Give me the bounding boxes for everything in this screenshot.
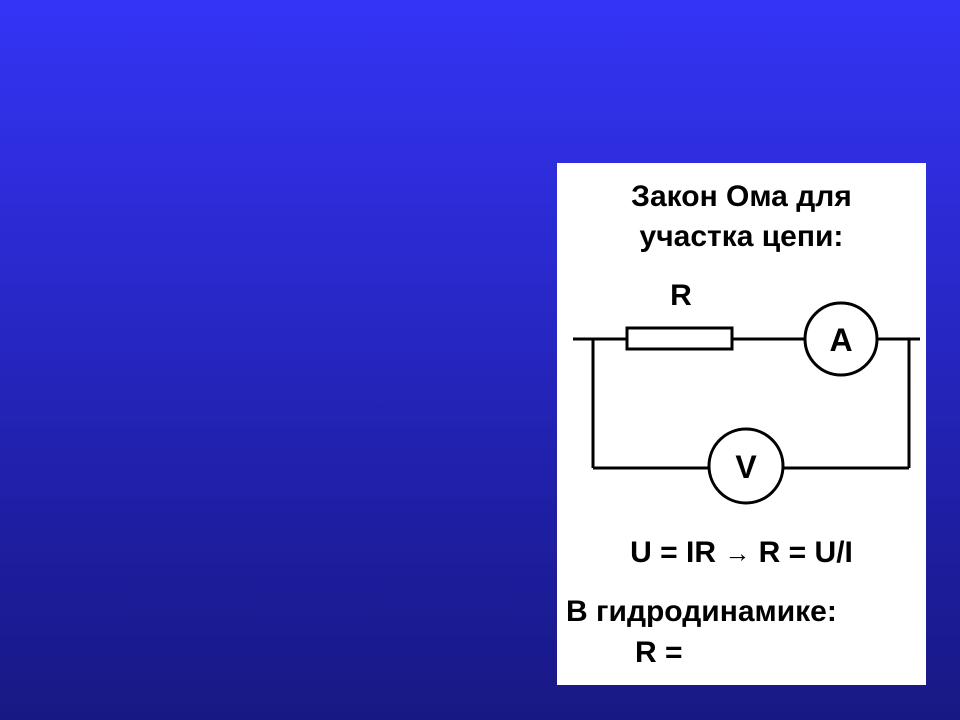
ammeter-label: A <box>829 322 852 358</box>
ammeter-symbol <box>803 301 879 377</box>
panel-title: Закон Ома для участка цепи: <box>557 177 926 257</box>
formula-part-2: R = U/I <box>758 536 853 569</box>
resistance-equation: R = <box>635 636 683 669</box>
voltmeter-label: V <box>735 449 757 485</box>
formula-part-1: U = IR <box>630 536 716 569</box>
hydrodynamics-heading: В гидродинамике: <box>566 595 837 628</box>
title-line-2: участка цепи: <box>639 220 844 253</box>
resistor-symbol <box>625 326 734 351</box>
arrow-icon: → <box>724 538 751 568</box>
voltmeter-symbol <box>707 427 785 505</box>
resistor-label: R <box>670 279 692 312</box>
ohms-law-formula: U = IR → R = U/I <box>557 535 926 571</box>
title-line-1: Закон Ома для <box>631 180 852 213</box>
circuit-diagram: R A V <box>573 279 920 505</box>
ohms-law-panel: Закон Ома для участка цепи: R A V U = IR… <box>557 163 926 685</box>
